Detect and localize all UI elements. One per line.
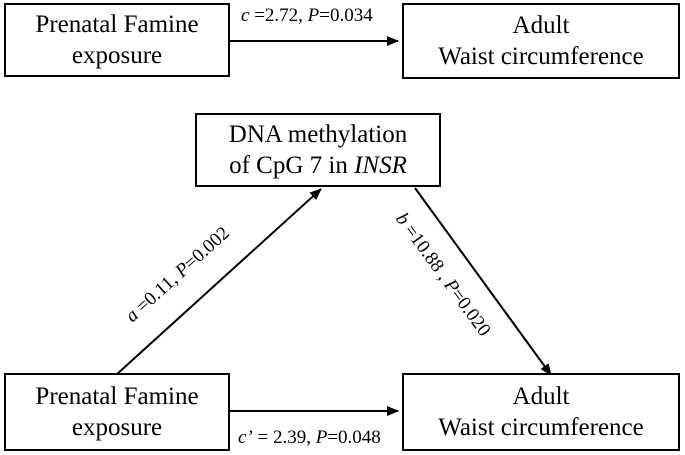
top-exposure-line1: Prenatal Famine — [35, 11, 199, 38]
path-c-prime-p-symbol: P — [315, 427, 328, 448]
path-c-p-value: =0.034 — [319, 5, 373, 26]
path-c-prime-coef: = 2.39, — [252, 427, 316, 448]
top-outcome-line1: Adult — [512, 12, 570, 39]
mediator-box: DNA methylation of CpG 7 in INSR — [195, 113, 441, 187]
bottom-outcome-line2: Waist circumference — [438, 414, 644, 441]
top-outcome-line2: Waist circumference — [438, 43, 644, 70]
mediator-line1: DNA methylation — [228, 121, 408, 148]
path-c-p-symbol: P — [307, 5, 320, 26]
path-c-prime-symbol: c’ — [238, 427, 253, 448]
arrow-a — [115, 188, 322, 376]
bottom-outcome-line1: Adult — [512, 383, 570, 410]
mediator-line2-prefix: of CpG 7 in — [229, 152, 355, 179]
mediator-gene: INSR — [354, 152, 407, 179]
top-exposure-box: Prenatal Famine exposure — [4, 3, 230, 77]
arrow-b — [414, 187, 552, 376]
path-c-coef: =2.72, — [249, 5, 308, 26]
top-exposure-line2: exposure — [71, 42, 163, 69]
bottom-exposure-box: Prenatal Famine exposure — [4, 373, 230, 451]
path-c-prime-p-value: =0.048 — [327, 427, 381, 448]
bottom-exposure-line2: exposure — [71, 414, 163, 441]
top-outcome-box: Adult Waist circumference — [402, 3, 680, 79]
bottom-exposure-line1: Prenatal Famine — [35, 383, 199, 410]
bottom-outcome-box: Adult Waist circumference — [402, 373, 680, 451]
path-c-symbol: c — [241, 5, 250, 26]
path-c-prime-label: c’ = 2.39, P=0.048 — [238, 427, 381, 449]
path-c-label: c =2.72, P=0.034 — [241, 5, 373, 27]
mediator-line2: of CpG 7 in INSR — [229, 150, 407, 181]
